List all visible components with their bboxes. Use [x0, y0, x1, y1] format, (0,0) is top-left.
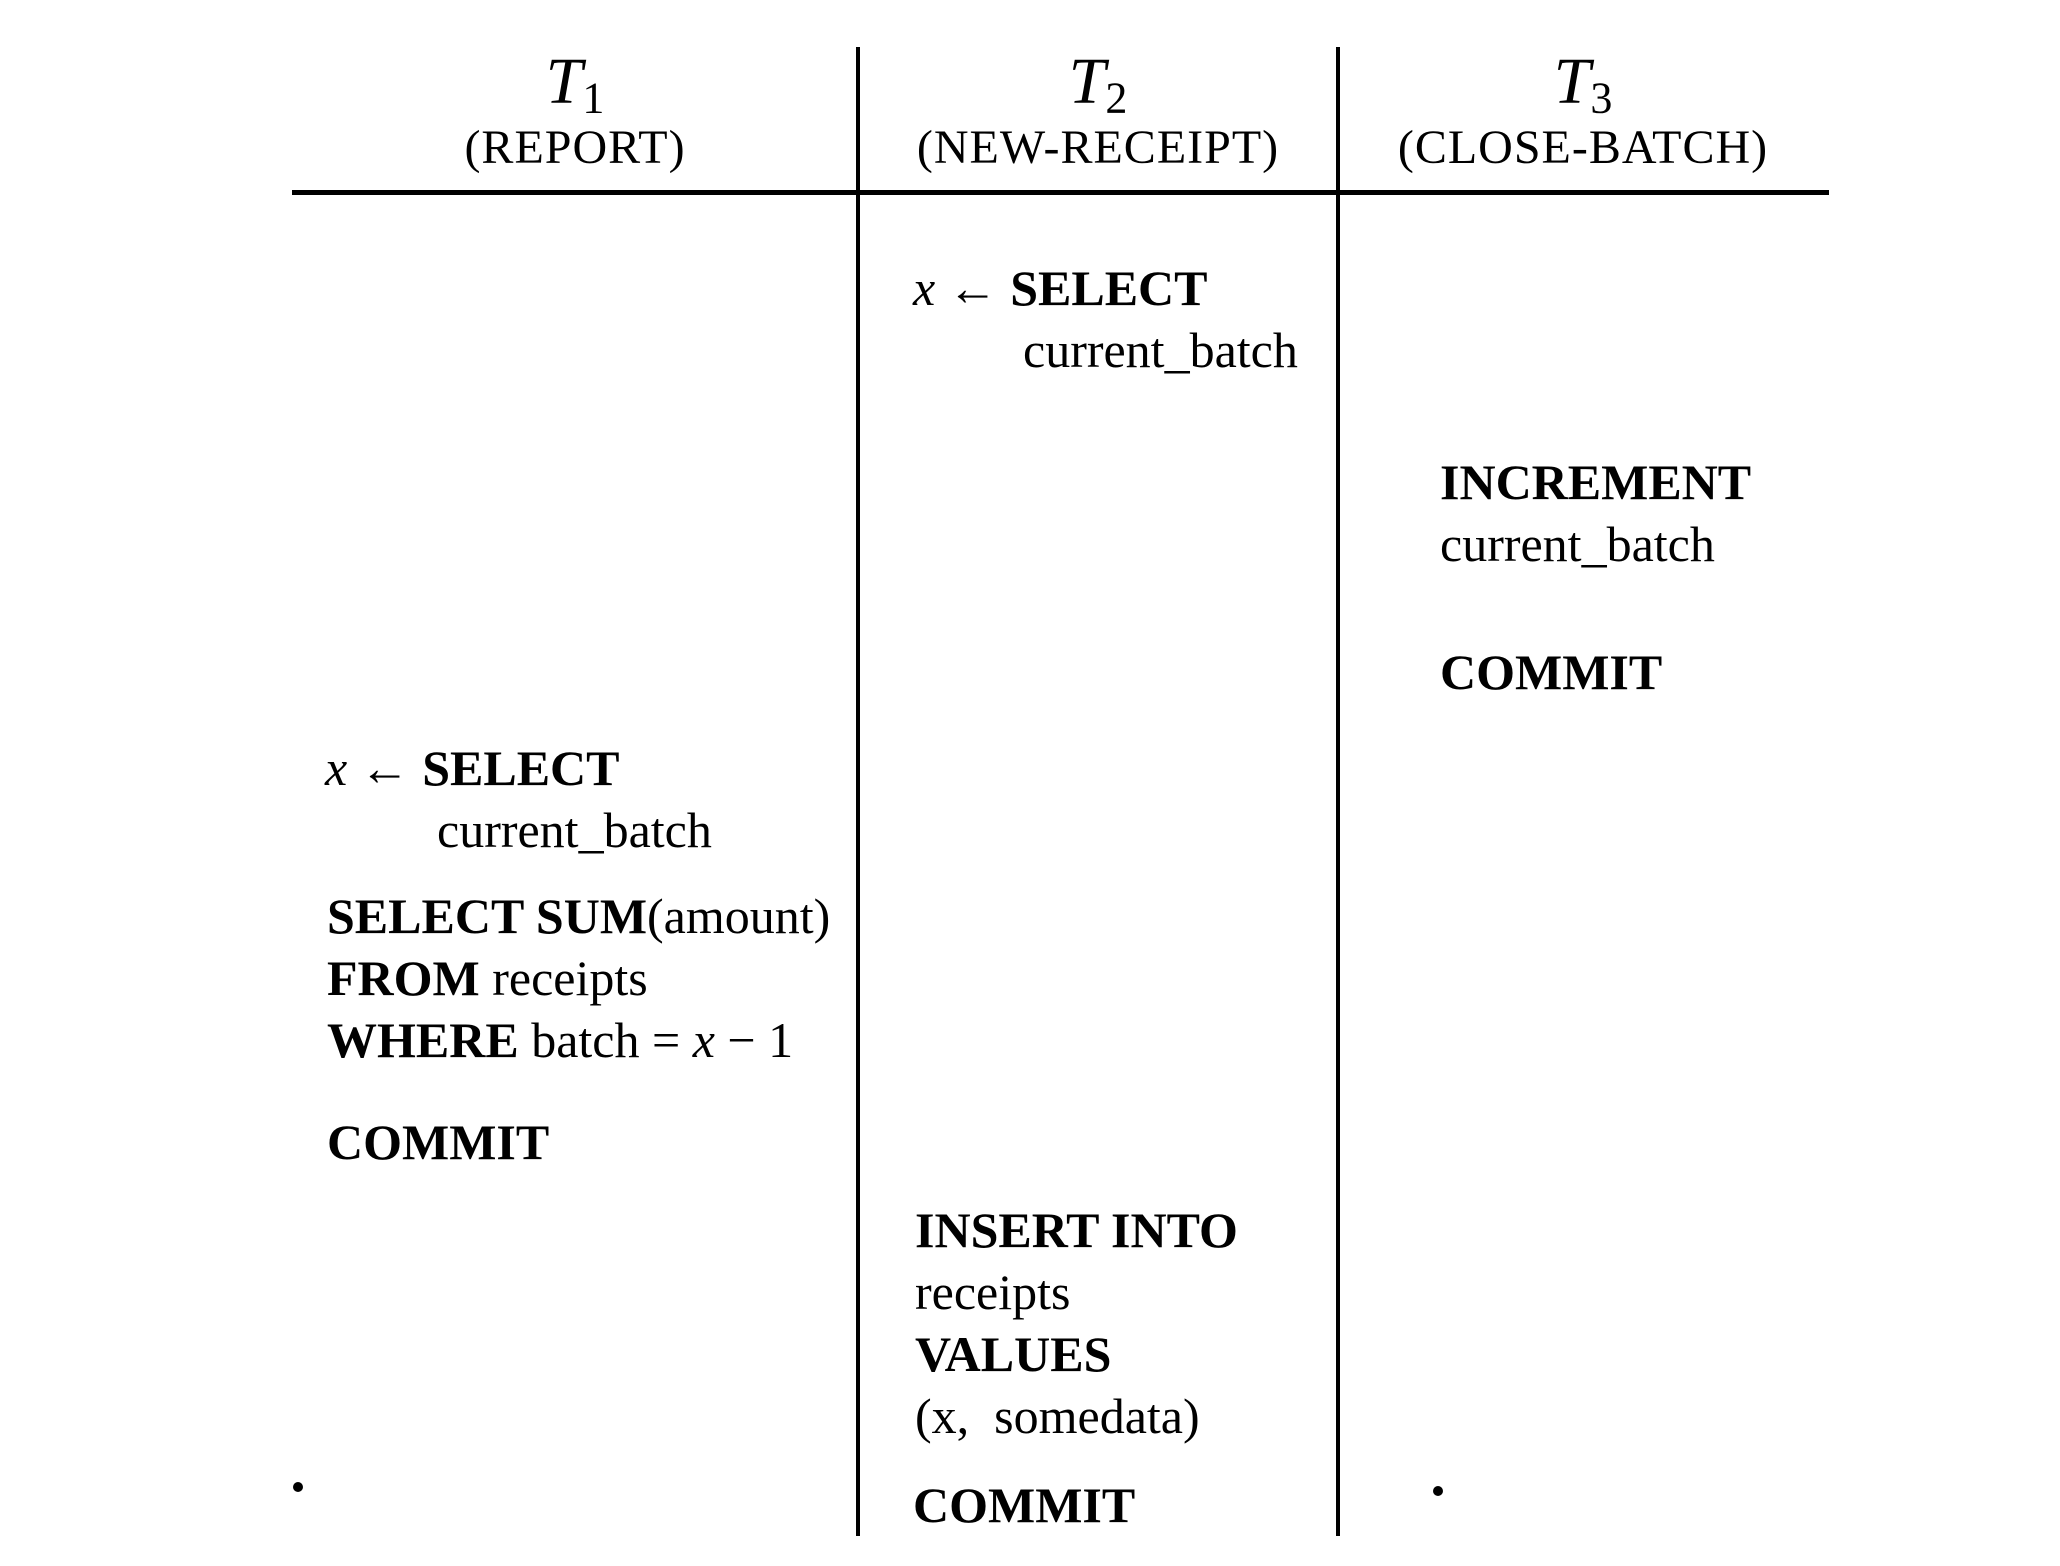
t2-commit: COMMIT: [913, 1474, 1135, 1536]
variable: x: [913, 260, 936, 316]
sql-keyword: VALUES: [915, 1326, 1112, 1382]
continuation-dot-t3: [1433, 1486, 1443, 1496]
column-header-t1: T1(REPORT): [315, 46, 835, 176]
statement-line: x ← SELECT: [913, 257, 1298, 319]
column-divider-t2-t3: [1336, 47, 1340, 1536]
sql-text: − 1: [714, 1012, 794, 1068]
continuation-dot-t1: [293, 1482, 303, 1492]
variable: x: [692, 1012, 715, 1068]
statement-line: INSERT INTO: [915, 1199, 1238, 1261]
sql-text: ←: [347, 740, 423, 796]
transaction-subscript: 1: [582, 73, 605, 123]
statement-line: SELECT SUM(amount): [327, 885, 830, 947]
sql-keyword: COMMIT: [1440, 644, 1663, 700]
statement-line: INCREMENT: [1440, 451, 1751, 513]
sql-keyword: FROM: [327, 950, 480, 1006]
header-rule: [292, 190, 1829, 195]
sql-text: current_batch: [1440, 516, 1715, 572]
statement-line: COMMIT: [1440, 641, 1662, 703]
sql-keyword: COMMIT: [913, 1477, 1136, 1533]
statement-line: current_batch: [913, 319, 1298, 381]
sql-keyword: WHERE: [327, 1012, 519, 1068]
transaction-letter: T: [1553, 45, 1591, 118]
sql-text: current_batch: [437, 802, 712, 858]
sql-text: receipts: [479, 950, 648, 1006]
statement-line: WHERE batch = x − 1: [327, 1009, 830, 1071]
statement-line: FROM receipts: [327, 947, 830, 1009]
transaction-subscript: 3: [1590, 73, 1613, 123]
sql-keyword: INSERT INTO: [915, 1202, 1238, 1258]
statement-line: COMMIT: [913, 1474, 1135, 1536]
sql-keyword: SELECT: [1010, 260, 1208, 316]
statement-line: VALUES: [915, 1323, 1238, 1385]
sql-keyword: COMMIT: [327, 1114, 550, 1170]
column-header-t3: T3(CLOSE-BATCH): [1323, 46, 1843, 176]
statement-line: current_batch: [1440, 513, 1751, 575]
column-header-t2: T2(NEW-RECEIPT): [838, 46, 1358, 176]
statement-line: (x, somedata): [915, 1385, 1238, 1447]
statement-line: current_batch: [325, 799, 712, 861]
statement-line: COMMIT: [327, 1111, 549, 1173]
transaction-symbol: T3: [1323, 45, 1843, 121]
sql-keyword: INCREMENT: [1440, 454, 1752, 510]
transaction-name: (REPORT): [464, 121, 686, 174]
statement-line: receipts: [915, 1261, 1238, 1323]
transaction-symbol: T1: [315, 45, 835, 121]
sql-text: batch =: [518, 1012, 693, 1068]
transaction-subscript: 2: [1105, 73, 1128, 123]
transaction-letter: T: [1068, 45, 1106, 118]
statement-line: x ← SELECT: [325, 737, 712, 799]
t3-commit: COMMIT: [1440, 641, 1662, 703]
sql-text: (amount): [647, 888, 831, 944]
transaction-name: (CLOSE-BATCH): [1397, 121, 1769, 174]
variable: x: [325, 740, 348, 796]
transaction-name: (NEW-RECEIPT): [916, 121, 1280, 174]
column-divider-t1-t2: [856, 47, 860, 1536]
sql-text: ←: [935, 260, 1011, 316]
transaction-symbol: T2: [838, 45, 1358, 121]
sql-text: current_batch: [1023, 322, 1298, 378]
t1-commit: COMMIT: [327, 1111, 549, 1173]
sql-text: (x, somedata): [915, 1388, 1200, 1444]
sql-text: receipts: [915, 1264, 1071, 1320]
t3-increment-current-batch: INCREMENT current_batch: [1440, 451, 1751, 575]
sql-keyword: SELECT: [422, 740, 620, 796]
transaction-letter: T: [545, 45, 583, 118]
sql-keyword: SELECT SUM: [327, 888, 648, 944]
